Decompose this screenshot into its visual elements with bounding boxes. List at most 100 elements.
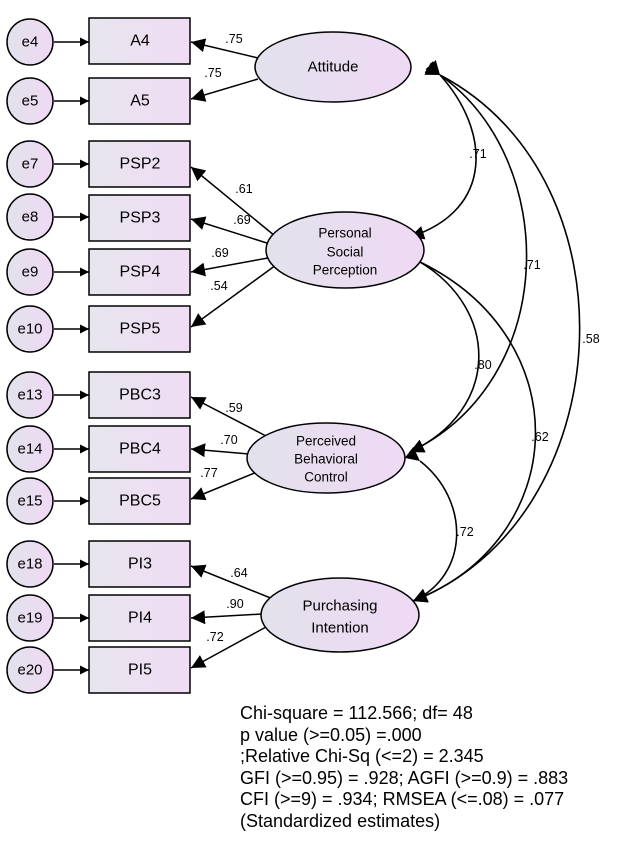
indicator-pi4	[88, 594, 191, 642]
indicator-pi3	[88, 540, 191, 588]
svg-text:PBC4: PBC4	[119, 441, 161, 458]
svg-text:PSP2: PSP2	[120, 156, 161, 173]
cov-att-pbc	[409, 61, 528, 453]
factor-ellipses	[246, 31, 425, 653]
svg-text:.59: .59	[225, 401, 242, 415]
svg-text:Personal: Personal	[318, 226, 371, 241]
cov-att-pi	[412, 62, 581, 603]
correlation-arcs	[404, 59, 581, 603]
error-e13	[6, 371, 54, 419]
svg-text:e19: e19	[17, 610, 42, 627]
svg-text:.58: .58	[582, 332, 599, 346]
svg-text:Perception: Perception	[313, 263, 378, 278]
fit-cfi-rmsea: CFI (>=9) = .934; RMSEA (<=.08) = .077	[240, 789, 565, 809]
svg-text:PSP3: PSP3	[120, 210, 161, 227]
indicator-psp5	[88, 305, 191, 353]
svg-text:PI4: PI4	[128, 610, 152, 627]
svg-text:Attitude: Attitude	[308, 59, 359, 76]
factor-attitude	[254, 31, 412, 103]
error-e5	[6, 77, 54, 125]
svg-text:.90: .90	[226, 597, 243, 611]
svg-text:Behavioral: Behavioral	[294, 452, 358, 467]
error-e14	[6, 425, 54, 473]
svg-text:e10: e10	[17, 321, 42, 338]
fit-relative-chi-sq: ;Relative Chi-Sq (<=2) = 2.345	[240, 746, 484, 766]
error-e19	[6, 594, 54, 642]
svg-text:Social: Social	[327, 245, 364, 260]
indicator-pbc4	[88, 425, 191, 473]
loading-arrows	[190, 38, 277, 669]
indicator-psp3	[88, 194, 191, 242]
svg-text:.61: .61	[235, 182, 252, 196]
svg-text:.70: .70	[220, 433, 237, 447]
cov-psp-pi	[404, 249, 537, 603]
error-e4	[6, 18, 54, 66]
indicator-boxes	[88, 17, 191, 694]
fit-chi-square: Chi-square = 112.566; df= 48	[240, 703, 473, 723]
svg-text:.69: .69	[233, 213, 250, 227]
indicator-psp2	[88, 140, 191, 188]
indicator-labels: A4 A5 PSP2 PSP3 PSP4 PSP5 PBC3 PBC4 PBC5…	[119, 33, 161, 679]
svg-text:.72: .72	[206, 630, 223, 644]
fit-gfi-agfi: GFI (>=0.95) = .928; AGFI (>=0.9) = .883	[240, 767, 569, 788]
error-circles	[6, 18, 54, 694]
svg-text:.54: .54	[210, 279, 227, 293]
error-e20	[6, 646, 54, 694]
svg-text:.62: .62	[531, 430, 548, 444]
svg-text:PBC5: PBC5	[119, 493, 161, 510]
factor-perceived-behavioral-control	[246, 422, 406, 494]
svg-text:PI3: PI3	[128, 556, 152, 573]
svg-text:e18: e18	[17, 556, 42, 573]
factor-personal-social-perception	[265, 211, 425, 289]
error-e9	[6, 248, 54, 296]
svg-text:PSP4: PSP4	[120, 264, 161, 281]
indicator-a5	[88, 77, 191, 125]
svg-text:Control: Control	[304, 470, 348, 485]
cov-att-psp	[409, 59, 477, 240]
error-e7	[6, 140, 54, 188]
error-e10	[6, 305, 54, 353]
indicator-a4	[88, 17, 191, 65]
error-arrows	[54, 37, 89, 675]
svg-text:e20: e20	[17, 662, 42, 679]
svg-text:.71: .71	[523, 258, 540, 272]
svg-text:e9: e9	[22, 264, 39, 281]
svg-text:.75: .75	[204, 66, 221, 80]
cov-psp-pbc	[404, 248, 480, 453]
svg-text:e4: e4	[22, 34, 39, 51]
svg-text:e14: e14	[17, 441, 42, 458]
svg-text:.71: .71	[469, 147, 486, 161]
error-e18	[6, 540, 54, 588]
error-labels: e4 e5 e7 e8 e9 e10 e13 e14 e15 e18 e19 e…	[17, 34, 42, 679]
cov-pbc-pi	[404, 446, 458, 602]
svg-text:e7: e7	[22, 156, 39, 173]
svg-text:.80: .80	[474, 358, 491, 372]
svg-text:e15: e15	[17, 493, 42, 510]
svg-text:e13: e13	[17, 387, 42, 404]
svg-text:A5: A5	[130, 93, 150, 110]
svg-text:Perceived: Perceived	[296, 434, 356, 449]
error-e15	[6, 477, 54, 525]
svg-text:e8: e8	[22, 209, 39, 226]
svg-text:.72: .72	[456, 525, 473, 539]
svg-text:.69: .69	[211, 246, 228, 260]
svg-text:e5: e5	[22, 93, 39, 110]
error-e8	[6, 193, 54, 241]
factor-purchasing-intention	[260, 577, 420, 653]
svg-text:Intention: Intention	[311, 620, 369, 637]
fit-note: (Standardized estimates)	[240, 810, 441, 831]
svg-text:.64: .64	[230, 566, 247, 580]
factor-labels: Attitude Personal Social Perception Perc…	[294, 59, 377, 637]
svg-text:.75: .75	[225, 32, 242, 46]
svg-text:A4: A4	[130, 33, 150, 50]
svg-text:Purchasing: Purchasing	[302, 598, 377, 615]
indicator-pbc3	[88, 371, 191, 419]
svg-text:PSP5: PSP5	[120, 321, 161, 338]
indicator-psp4	[88, 248, 191, 296]
loading-labels: .75 .75 .61 .69 .69 .54 .59 .70 .77 .64 …	[200, 32, 252, 644]
fit-statistics: Chi-square = 112.566; df= 48 p value (>=…	[240, 703, 632, 832]
fit-p-value: p value (>=0.05) =.000	[240, 724, 422, 745]
svg-text:PBC3: PBC3	[119, 387, 161, 404]
svg-text:.77: .77	[200, 466, 217, 480]
